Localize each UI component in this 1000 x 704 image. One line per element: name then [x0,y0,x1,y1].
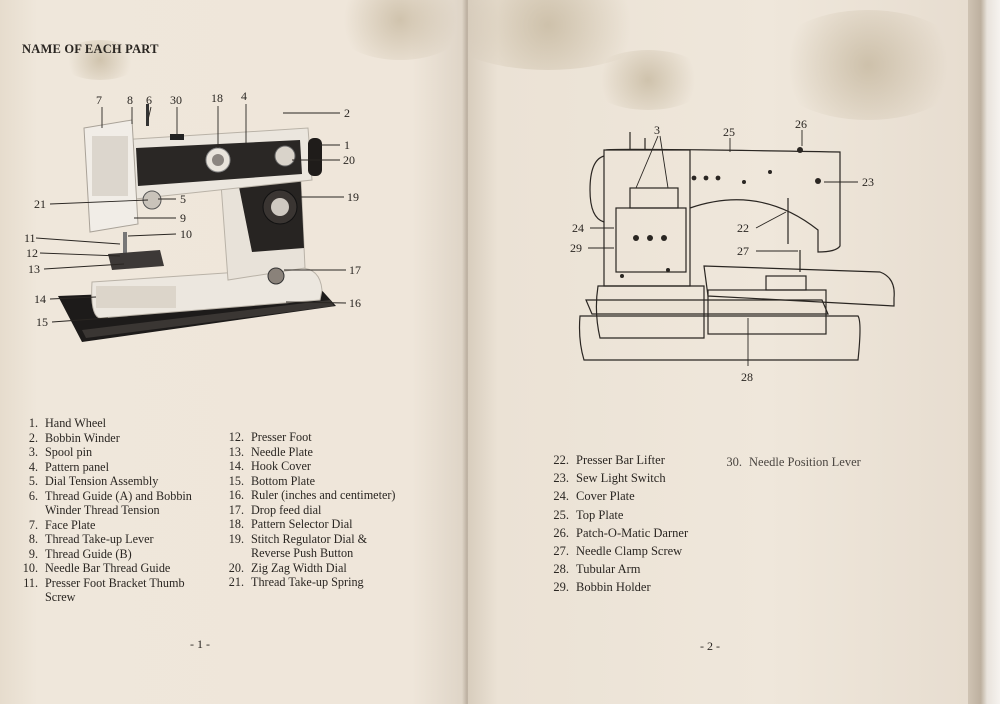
photo-callout: 10 [180,227,192,241]
list-item: 9.Thread Guide (B) [28,546,132,561]
photo-callout: 16 [349,296,361,310]
diagram-callout: 29 [570,241,582,255]
sewing-machine-photo: 7 8 6 30 18 4 2 1 20 21 5 19 9 11 10 12 … [24,89,361,342]
list-item: 20.Zig Zag Width Dial [228,560,347,575]
photo-callout: 14 [34,292,46,306]
page-edge [968,0,1000,704]
list-item: 29.Bobbin Holder [553,580,651,595]
parts-list-12-21: 12.Presser Foot 13.Needle Plate 14.Hook … [220,430,420,590]
photo-callout: 20 [343,153,355,167]
list-item: 1.Hand Wheel [28,416,107,430]
list-item: 18.Pattern Selector Dial [228,517,353,531]
photo-callout: 4 [241,89,247,103]
photo-callout: 13 [28,262,40,276]
photo-callout: 9 [180,211,186,225]
diagram-callout: 25 [723,125,735,139]
left-page: NAME OF EACH PART [0,0,470,704]
photo-callout: 8 [127,93,133,107]
diagram-callout: 28 [741,370,753,384]
list-item: 17.Drop feed dial [228,502,322,517]
book-gutter [462,0,472,704]
photo-callout: 15 [36,315,48,329]
list-item: 7.Face Plate [28,517,96,532]
list-item: 23.Sew Light Switch [553,471,666,486]
list-item: 21.Thread Take-up Spring [228,575,364,589]
diagram-callout: 27 [737,244,749,258]
list-item: 3.Spool pin [28,445,93,459]
list-item: 16.Ruler (inches and centimeter) [228,488,396,502]
photo-callout: 12 [26,246,38,260]
page-heading: NAME OF EACH PART [22,42,159,56]
parts-list-22-29: 22.Presser Bar Lifter 23.Sew Light Switc… [540,451,720,597]
list-item: 8.Thread Take-up Lever [28,532,154,546]
diagram-callout: 26 [795,117,807,131]
list-item: 4.Pattern panel [28,459,109,474]
diagram-callout: 22 [737,221,749,235]
parts-list-30: 30.Needle Position Lever [720,455,920,470]
right-page [438,0,968,704]
list-item: 5.Dial Tension Assembly [28,474,159,488]
page-number: - 2 - [700,639,720,653]
diagram-callout: 24 [572,221,584,235]
list-item: 24.Cover Plate [553,489,635,504]
list-item: 6.Thread Guide (A) and Bobbin Winder Thr… [28,488,192,518]
list-item: 27.Needle Clamp Screw [553,544,683,559]
photo-callout: 7 [96,93,102,107]
photo-callout: 18 [211,91,223,105]
list-item: 10.Needle Bar Thread Guide [22,561,171,575]
list-item: 11.Presser Foot Bracket Thumb Screw [23,575,185,605]
photo-callout: 11 [24,231,36,245]
list-item: 14.Hook Cover [228,459,311,473]
list-item: 19.Stitch Regulator Dial & Reverse Push … [228,531,368,561]
list-item: 13.Needle Plate [228,444,313,459]
list-item: 25.Top Plate [553,507,624,522]
photo-callout: 6 [146,93,152,107]
photo-callout: 1 [344,138,350,152]
diagram-callout: 23 [862,175,874,189]
diagram-callout: 3 [654,123,660,137]
photo-callout: 30 [170,93,182,107]
photo-callout: 19 [347,190,359,204]
list-item: 12.Presser Foot [228,430,312,444]
list-item: 2.Bobbin Winder [28,430,120,445]
list-item: 28.Tubular Arm [553,562,641,577]
list-item: 22.Presser Bar Lifter [553,453,665,467]
list-item: 26.Patch-O-Matic Darner [553,525,689,540]
photo-callout: 2 [344,106,350,120]
list-item: 15.Bottom Plate [228,473,315,488]
page-number: - 1 - [190,637,210,651]
photo-callout: 5 [180,192,186,206]
photo-callout: 17 [349,263,361,277]
list-item: 30.Needle Position Lever [726,455,861,469]
photo-callout: 21 [34,197,46,211]
parts-list-1-11: 1.Hand Wheel 2.Bobbin Winder 3.Spool pin… [16,416,220,605]
